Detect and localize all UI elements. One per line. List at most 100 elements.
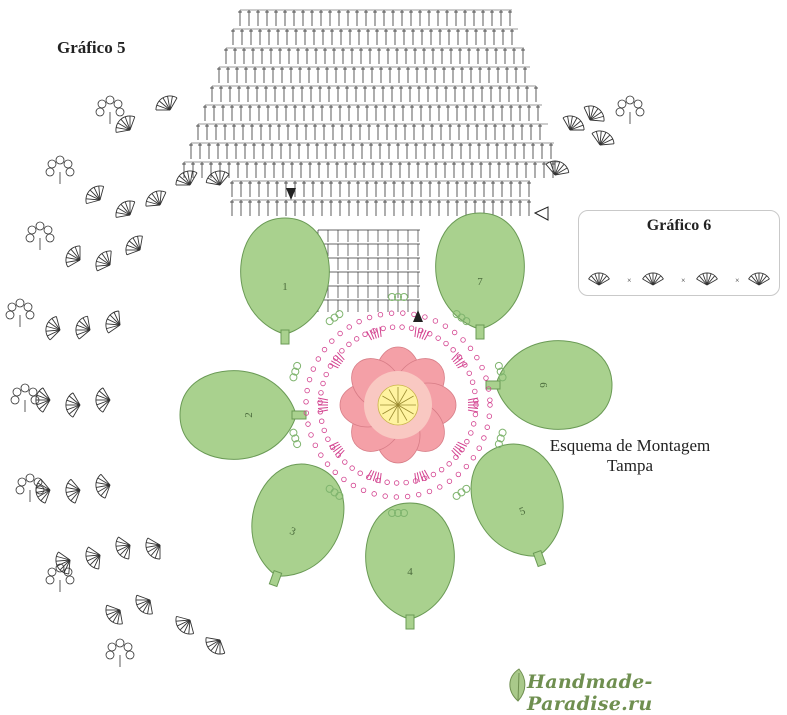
petal-number: 7 bbox=[477, 276, 483, 288]
pink-stitch bbox=[467, 409, 479, 413]
pink-fan bbox=[317, 397, 329, 413]
picot bbox=[45, 233, 55, 243]
fan-ray bbox=[754, 273, 760, 286]
fan-ray bbox=[74, 489, 81, 504]
fan-ray bbox=[599, 131, 602, 146]
chain-stitch-icon bbox=[325, 436, 331, 442]
green-picot-cluster bbox=[289, 428, 302, 449]
fan-ray bbox=[652, 275, 662, 286]
petal-number: 1 bbox=[282, 281, 288, 293]
fan-ray bbox=[189, 171, 193, 186]
fan-ray bbox=[129, 116, 131, 131]
fan-ray bbox=[595, 131, 601, 146]
pink-stitch bbox=[317, 409, 329, 413]
chain-stitch-icon bbox=[323, 371, 329, 378]
chain-stitch-icon bbox=[303, 399, 309, 405]
crochet-fan-icon bbox=[115, 115, 136, 133]
chain-stitch-icon bbox=[310, 366, 317, 372]
fan-ray bbox=[106, 324, 121, 330]
fan-ray bbox=[590, 275, 600, 286]
green-picot-cluster bbox=[452, 310, 471, 326]
fan-ray bbox=[116, 129, 131, 133]
pink-stitch bbox=[421, 470, 427, 481]
chain-stitch-icon bbox=[415, 491, 422, 498]
pink-stitch bbox=[376, 327, 380, 338]
petal-number: 2 bbox=[243, 412, 255, 418]
chain-stitch-icon bbox=[332, 469, 338, 475]
fan-ray bbox=[98, 554, 101, 569]
chain-stitch-icon bbox=[455, 471, 462, 478]
assembly-title: Esquema de Montagem Tampa bbox=[525, 436, 735, 476]
crochet-fan-icon bbox=[583, 105, 605, 122]
crochet-fan-icon bbox=[696, 272, 718, 286]
fan-ray bbox=[129, 201, 136, 216]
fan-ray bbox=[706, 275, 716, 286]
center-stitch bbox=[388, 404, 399, 421]
pink-stitch bbox=[416, 472, 420, 483]
green-picot bbox=[452, 491, 461, 500]
pink-stitch bbox=[328, 363, 339, 369]
chain-stitch-icon bbox=[393, 480, 400, 486]
pink-stitch bbox=[379, 473, 382, 484]
leaf-petal: 4 bbox=[365, 502, 455, 630]
crochet-fan-icon bbox=[75, 315, 91, 340]
chart6-title: Gráfico 6 bbox=[646, 217, 712, 234]
fan-ray bbox=[87, 316, 91, 331]
chain-stitch-icon bbox=[304, 387, 310, 394]
chain-stitch-icon bbox=[479, 364, 485, 371]
fan-arc bbox=[65, 478, 76, 504]
fan-ray bbox=[108, 609, 121, 620]
chain-stitch-icon bbox=[384, 479, 390, 485]
fan-ray bbox=[119, 544, 131, 556]
pink-stitch bbox=[451, 449, 459, 459]
picot bbox=[10, 395, 20, 405]
fan-ray bbox=[176, 179, 191, 186]
fan-ray bbox=[97, 477, 111, 486]
chain-stitch-icon bbox=[346, 341, 352, 348]
center-stitch bbox=[382, 395, 399, 406]
pink-stitch bbox=[366, 469, 373, 480]
fan-ray bbox=[188, 619, 191, 634]
fan-ray bbox=[118, 536, 131, 546]
pink-fan bbox=[414, 326, 430, 341]
fan-ray bbox=[68, 395, 81, 406]
picot bbox=[20, 383, 30, 393]
fan-ray bbox=[598, 278, 610, 286]
fan-ray bbox=[119, 609, 123, 624]
picot bbox=[45, 575, 55, 585]
green-picot bbox=[496, 434, 505, 443]
pink-stitch bbox=[379, 326, 382, 337]
leaf-shape bbox=[435, 212, 525, 330]
chain-stitch-icon bbox=[456, 354, 463, 360]
picot bbox=[635, 107, 645, 117]
crochet-fan-icon bbox=[155, 95, 178, 111]
chain-stitch-icon bbox=[321, 346, 328, 353]
fan-ray bbox=[72, 404, 81, 418]
crochet-fan-icon bbox=[135, 594, 153, 615]
pink-stitch bbox=[416, 327, 420, 338]
fan-ray bbox=[76, 329, 91, 336]
fan-arc bbox=[125, 235, 143, 255]
chain-stitch-icon bbox=[399, 324, 405, 330]
fan-ray bbox=[42, 399, 51, 413]
leaf-shape bbox=[251, 463, 345, 577]
green-picot bbox=[457, 313, 466, 322]
chain-stitch-icon bbox=[357, 470, 363, 476]
fan-arc bbox=[105, 310, 119, 334]
green-picot-cluster bbox=[494, 361, 507, 382]
chain-stitch-icon bbox=[403, 479, 409, 486]
chain-stitch-icon bbox=[303, 410, 310, 416]
fan-ray bbox=[74, 246, 81, 261]
fan-ray bbox=[136, 594, 151, 601]
fan-ray bbox=[155, 191, 161, 206]
fan-ray bbox=[113, 312, 121, 326]
fan-ray bbox=[132, 237, 141, 251]
green-picot bbox=[494, 361, 503, 370]
picot bbox=[12, 387, 22, 397]
chain-stitch-icon bbox=[337, 330, 343, 337]
leaf-shape bbox=[365, 502, 455, 620]
green-picot bbox=[462, 484, 471, 493]
fan-ray bbox=[93, 554, 101, 568]
marker-triangle-icon bbox=[413, 310, 423, 322]
pink-stitch bbox=[454, 445, 464, 453]
